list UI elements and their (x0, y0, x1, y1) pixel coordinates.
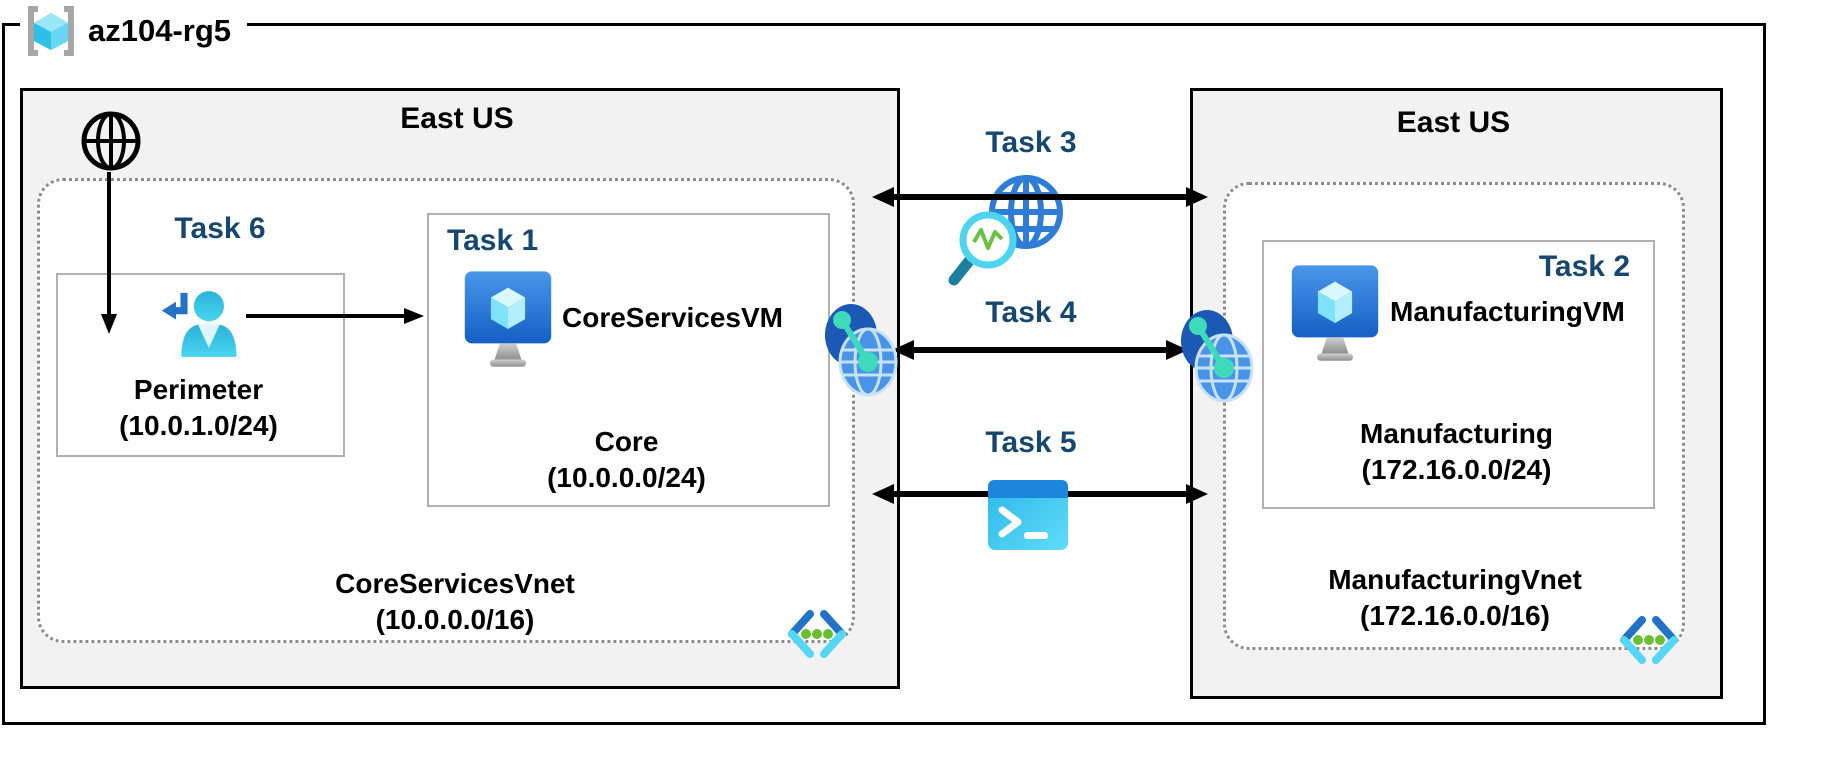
perimeter-label: Perimeter (10.0.1.0/24) (56, 372, 341, 444)
resource-group-box (2, 23, 1766, 725)
manufacturing-subnet-cidr: (172.16.0.0/24) (1361, 454, 1552, 485)
manufacturing-subnet-label: Manufacturing (172.16.0.0/24) (1262, 416, 1651, 488)
vnet-peering-icon-left (825, 304, 898, 397)
core-subnet-label: Core (10.0.0.0/24) (427, 424, 826, 496)
guest-user-icon (161, 291, 237, 357)
task2-label: Task 2 (1538, 250, 1630, 283)
core-vnet-cidr: (10.0.0.0/16) (375, 604, 535, 635)
task5-label: Task 5 (985, 426, 1077, 459)
right-region-title: East US (1396, 106, 1511, 139)
manufacturing-vnet-name: ManufacturingVnet (1328, 564, 1582, 595)
manufacturing-vm-icon (1291, 265, 1379, 361)
task4-label: Task 4 (985, 296, 1077, 329)
resource-group-chip: az104-rg5 (20, 2, 248, 60)
core-vm-name: CoreServicesVM (562, 302, 784, 333)
task3-label: Task 3 (985, 126, 1077, 159)
manufacturing-vnet-cidr: (172.16.0.0/16) (1360, 600, 1550, 631)
manufacturing-vm-name: ManufacturingVM (1390, 296, 1625, 327)
core-vnet-name: CoreServicesVnet (335, 568, 575, 599)
resource-group-name: az104-rg5 (88, 13, 232, 48)
core-vnet-label: CoreServicesVnet (10.0.0.0/16) (240, 566, 670, 638)
perimeter-name: Perimeter (133, 374, 264, 405)
core-subnet-cidr: (10.0.0.0/24) (547, 462, 706, 493)
subnet-icon (788, 610, 846, 658)
vnet-peering-icon-right (1181, 310, 1254, 403)
core-vm-icon (464, 271, 552, 367)
task6-label: Task 6 (174, 212, 266, 245)
internet-globe-icon (81, 111, 141, 171)
task1-label: Task 1 (447, 224, 539, 257)
subnet-icon (1620, 616, 1678, 664)
manufacturing-vnet-label: ManufacturingVnet (172.16.0.0/16) (1230, 562, 1680, 634)
manufacturing-subnet-name: Manufacturing (1360, 418, 1553, 449)
network-watcher-icon (948, 175, 1063, 286)
core-subnet-name: Core (594, 426, 659, 457)
perimeter-cidr: (10.0.1.0/24) (119, 410, 278, 441)
cloud-shell-icon (988, 480, 1068, 550)
left-region-title: East US (400, 102, 514, 135)
resource-group-icon (28, 6, 74, 56)
